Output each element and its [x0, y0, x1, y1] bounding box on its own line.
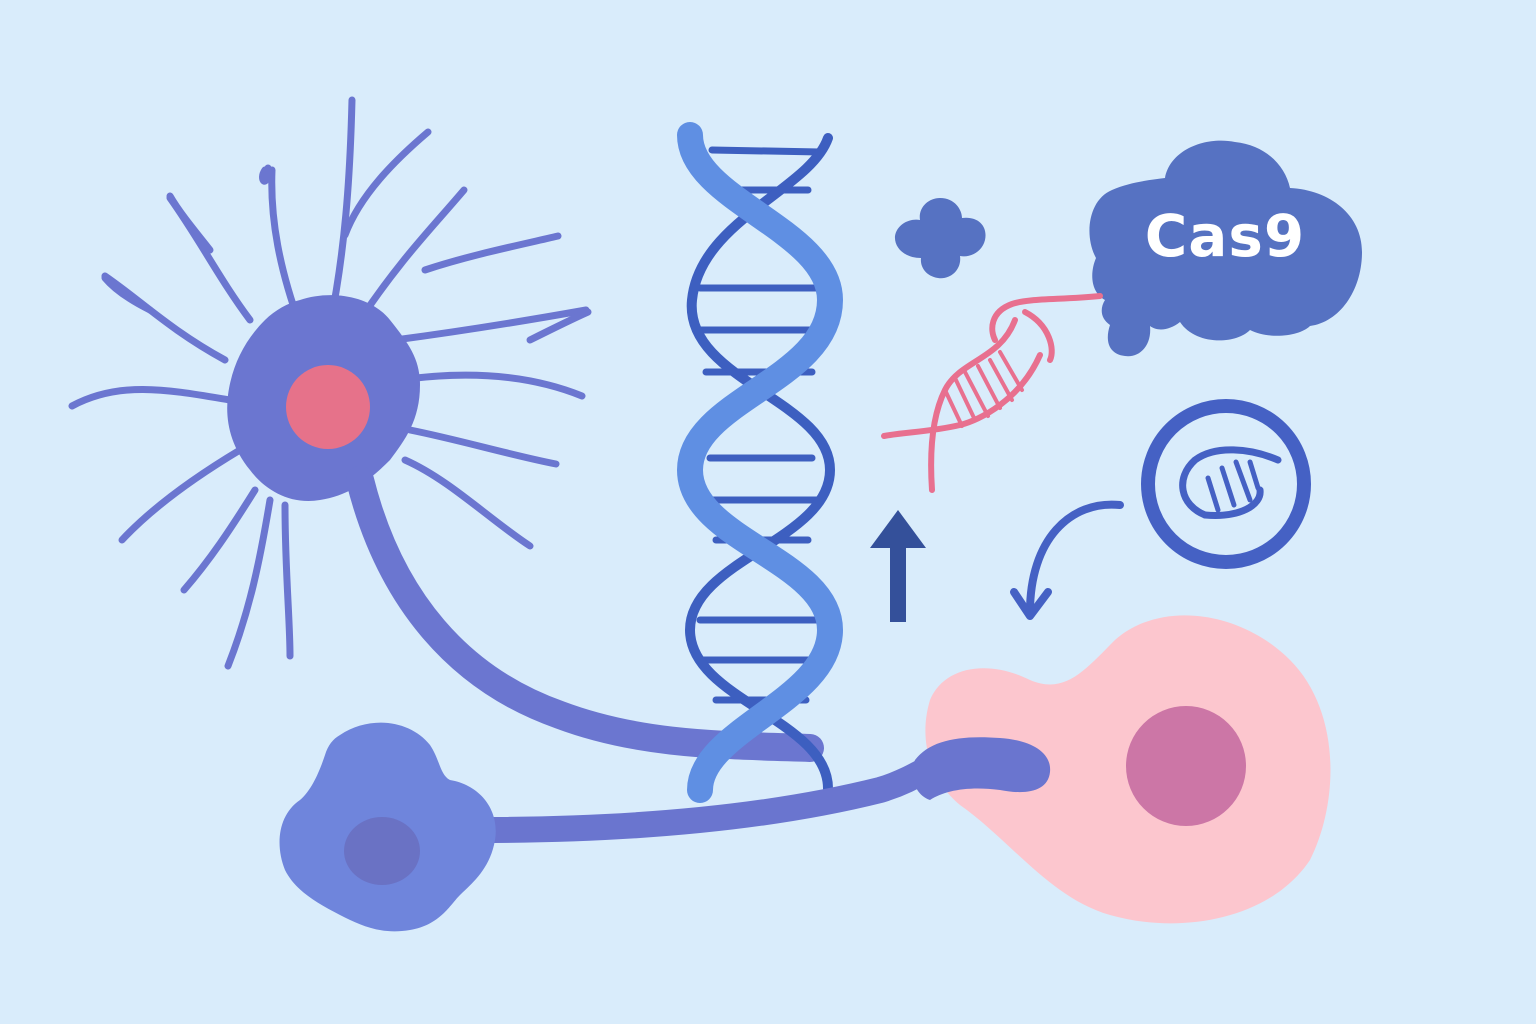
curved-arrow-icon [1010, 500, 1124, 620]
neuron-nucleus [286, 365, 370, 449]
pink-dna-strand-icon [881, 293, 1103, 493]
up-arrow-icon [870, 510, 926, 622]
circle-dna-icon [1141, 399, 1311, 569]
cas9-label: Cas9 [1145, 202, 1306, 270]
blue-cell-nucleus [344, 817, 420, 885]
pink-cell-icon [925, 615, 1331, 924]
cas9-cloud-icon: Cas9 [1089, 140, 1362, 357]
blue-cell-icon [279, 722, 496, 932]
small-blob-icon [894, 198, 986, 279]
dna-helix-icon [676, 122, 844, 803]
neuron-axon [346, 466, 824, 762]
blue-cell-axon [467, 737, 1051, 843]
neuron-icon [68, 96, 592, 670]
pink-cell-nucleus [1126, 706, 1246, 826]
